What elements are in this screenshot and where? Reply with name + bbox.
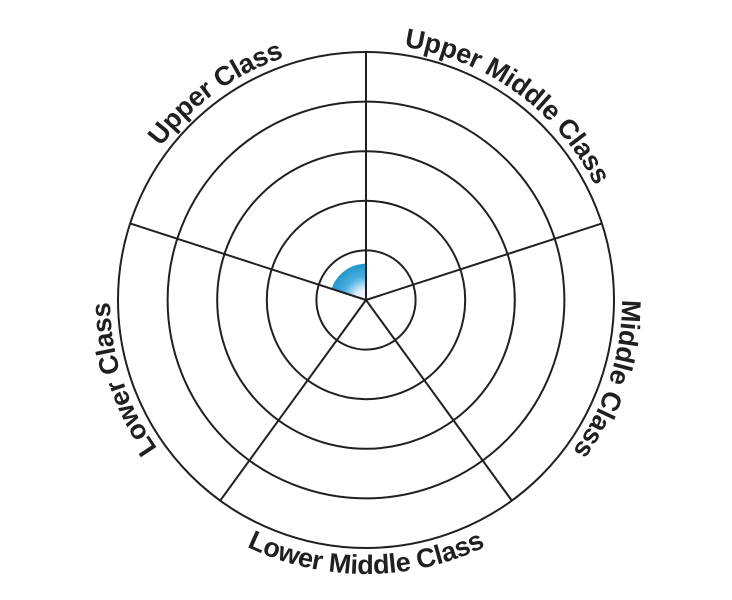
sector-spokes [129, 52, 603, 502]
spoke-18deg [365, 222, 603, 301]
spoke-306deg [365, 299, 513, 502]
sector-label-upper-class: Upper Class [142, 35, 286, 151]
spoke-162deg [129, 222, 367, 301]
sector-label-lower-class: Lower Class [86, 302, 162, 462]
spoke-234deg [219, 299, 367, 502]
sector-label-middle-class: Middle Class [568, 299, 646, 464]
